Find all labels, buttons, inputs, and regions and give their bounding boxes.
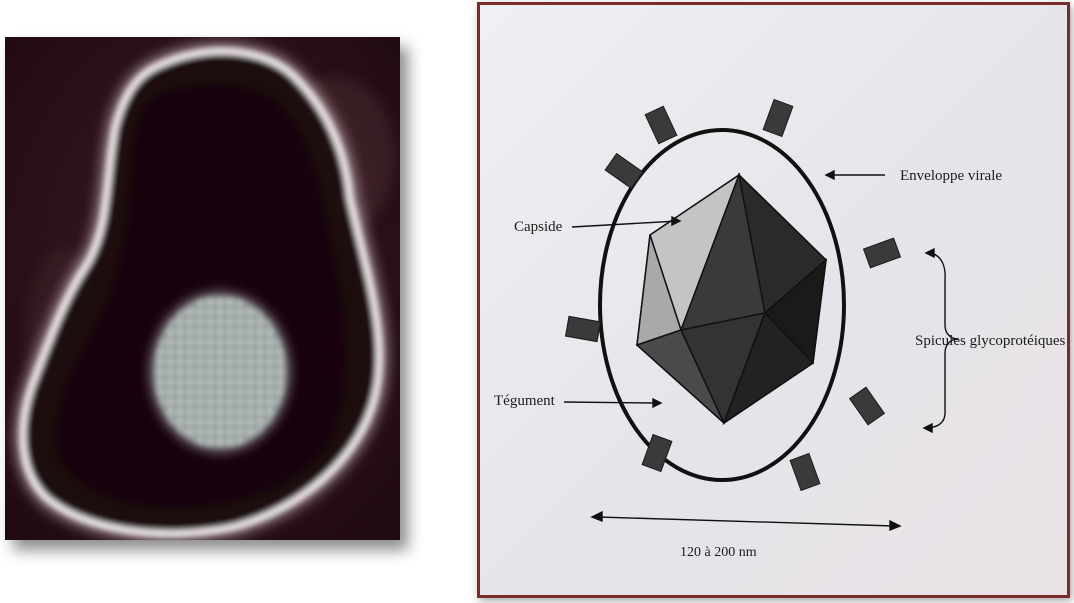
size-arrowhead-right bbox=[890, 521, 900, 530]
spike bbox=[645, 106, 677, 143]
label-size: 120 à 200 nm bbox=[680, 545, 757, 560]
electron-micrograph bbox=[5, 37, 400, 540]
size-arrowhead-left bbox=[592, 512, 602, 521]
capsid-polyhedron bbox=[637, 175, 826, 423]
spike bbox=[864, 238, 901, 268]
spike bbox=[850, 387, 885, 425]
virus-diagram-frame: Capside Enveloppe virale Spicules glycop… bbox=[477, 2, 1070, 598]
label-enveloppe: Enveloppe virale bbox=[900, 168, 1002, 184]
tegument-arrowhead bbox=[653, 399, 661, 407]
spike bbox=[763, 100, 793, 137]
spike bbox=[566, 316, 601, 341]
spike bbox=[605, 154, 643, 189]
spicules-arrowhead-bottom bbox=[924, 424, 932, 432]
label-capside: Capside bbox=[514, 219, 563, 235]
capsid-particle bbox=[154, 296, 286, 448]
label-tegument: Tégument bbox=[494, 393, 556, 409]
virus-schematic: Capside Enveloppe virale Spicules glycop… bbox=[480, 5, 1067, 595]
spicules-arrowhead-top bbox=[926, 249, 934, 257]
micrograph-image bbox=[5, 37, 400, 540]
spike bbox=[790, 454, 820, 491]
enveloppe-arrowhead bbox=[826, 171, 834, 179]
label-spicules: Spicules glycoprotéiques bbox=[915, 333, 1066, 349]
